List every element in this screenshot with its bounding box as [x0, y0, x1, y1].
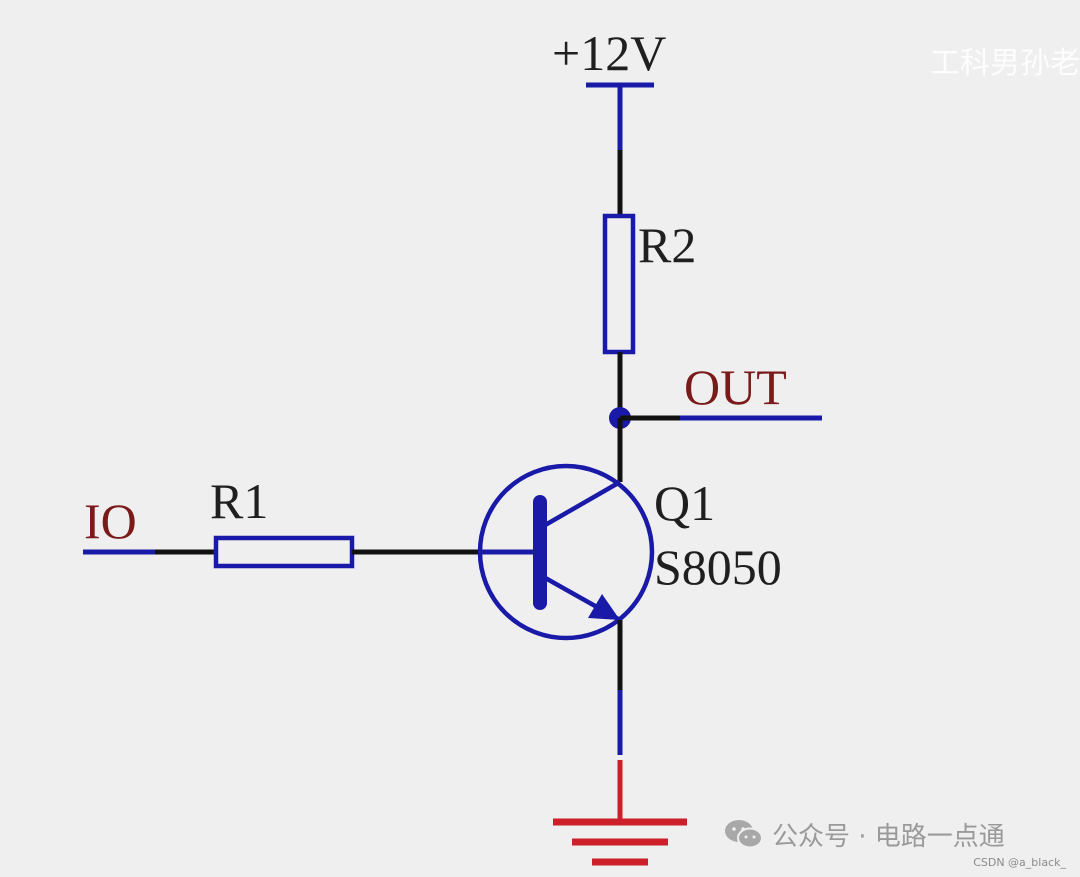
label-out: OUT	[684, 359, 787, 415]
brand-watermark: 公众号 · 电路一点通	[724, 812, 1005, 856]
label-part: S8050	[654, 539, 782, 595]
brand-text: 公众号 · 电路一点通	[772, 821, 1005, 852]
label-q1: Q1	[654, 475, 715, 531]
resistor-r1	[213, 535, 355, 569]
author-watermark: 工科男孙老	[930, 46, 1080, 81]
label-r2: R2	[638, 217, 696, 273]
emitter-arrow	[588, 594, 620, 620]
resistor-r2	[602, 213, 636, 355]
wechat-icon	[725, 820, 763, 849]
transistor-collector-lead	[538, 480, 622, 530]
label-r1: R1	[210, 473, 268, 529]
label-supply: +12V	[552, 25, 666, 81]
csdn-watermark: CSDN @a_black_	[973, 856, 1066, 869]
label-io: IO	[84, 493, 137, 549]
